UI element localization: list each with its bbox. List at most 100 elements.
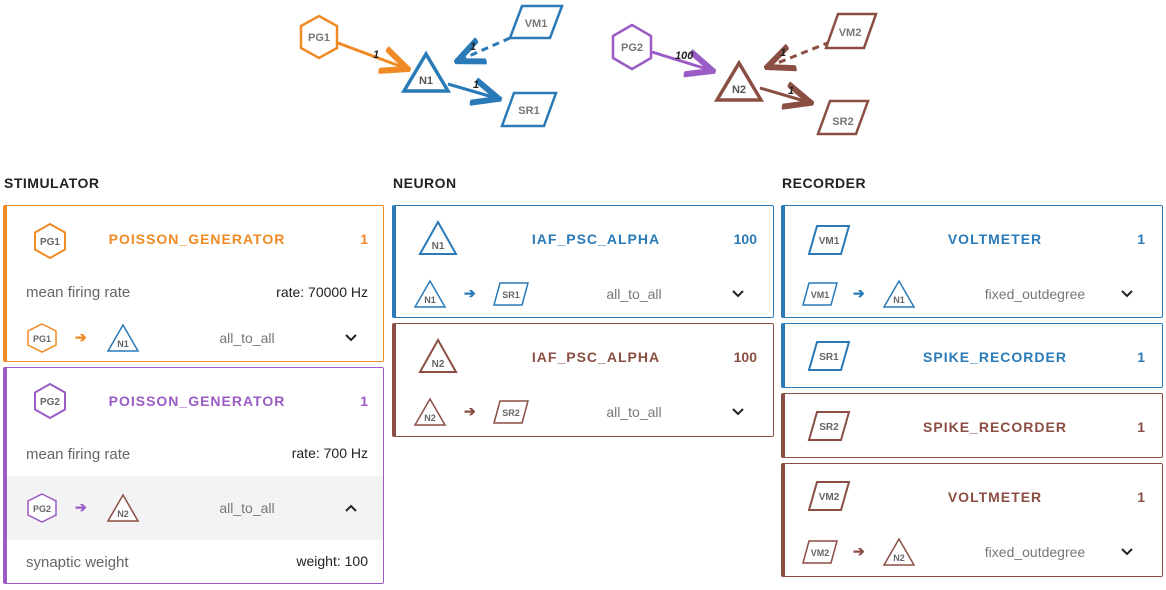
network-graph: 1 1 1 100 1 1 PG1 N1 VM1 SR1 PG2 bbox=[299, 4, 878, 136]
svg-text:N1: N1 bbox=[893, 295, 905, 305]
triangle-icon[interactable]: N1 bbox=[418, 220, 458, 256]
card-n2[interactable]: N2 IAF_PSC_ALPHA 100 N2 ➔ SR2 all_to_all bbox=[392, 323, 774, 437]
connection-rule: fixed_outdegree bbox=[984, 544, 1086, 560]
svg-text:PG2: PG2 bbox=[621, 42, 643, 54]
svg-text:SR2: SR2 bbox=[819, 422, 839, 433]
population-size[interactable]: 100 bbox=[733, 231, 757, 247]
svg-text:VM1: VM1 bbox=[525, 18, 548, 30]
svg-text:N1: N1 bbox=[419, 75, 433, 87]
svg-text:N1: N1 bbox=[424, 295, 436, 305]
svg-text:100: 100 bbox=[675, 50, 694, 62]
card-pg2[interactable]: PG2 POISSON_GENERATOR 1 mean firing rate… bbox=[3, 367, 384, 584]
connection-rule: all_to_all bbox=[606, 286, 662, 302]
model-name[interactable]: POISSON_GENERATOR bbox=[108, 393, 286, 409]
population-size[interactable]: 1 bbox=[1137, 419, 1145, 435]
param-value[interactable]: rate: 700 Hz bbox=[291, 445, 368, 461]
connection-rule: all_to_all bbox=[606, 404, 662, 420]
card-sr2[interactable]: SR2 SPIKE_RECORDER 1 bbox=[781, 393, 1163, 458]
svg-text:N2: N2 bbox=[432, 359, 445, 370]
model-name[interactable]: VOLTMETER bbox=[947, 489, 1043, 505]
param-label: mean firing rate bbox=[26, 446, 131, 463]
chevron-down-icon[interactable] bbox=[730, 286, 746, 302]
card-pg1[interactable]: PG1 POISSON_GENERATOR 1 mean firing rate… bbox=[3, 205, 384, 362]
svg-text:PG1: PG1 bbox=[40, 237, 60, 248]
triangle-icon: N1 bbox=[413, 279, 447, 308]
model-name[interactable]: VOLTMETER bbox=[947, 231, 1043, 247]
parallelogram-icon[interactable]: SR2 bbox=[807, 410, 851, 442]
hexagon-icon: PG1 bbox=[27, 323, 57, 353]
svg-text:1: 1 bbox=[788, 85, 794, 97]
parallelogram-icon: VM2 bbox=[802, 540, 838, 564]
svg-text:1: 1 bbox=[473, 79, 479, 91]
hexagon-icon[interactable]: PG2 bbox=[31, 382, 69, 420]
parallelogram-icon[interactable]: SR1 bbox=[807, 340, 851, 372]
model-name[interactable]: SPIKE_RECORDER bbox=[923, 349, 1067, 365]
svg-text:SR1: SR1 bbox=[502, 290, 520, 300]
population-size[interactable]: 100 bbox=[733, 349, 757, 365]
parallelogram-icon[interactable]: VM2 bbox=[807, 480, 851, 512]
connection-row-expanded[interactable]: PG2 ➔ N2 all_to_all bbox=[7, 476, 383, 540]
svg-text:N1: N1 bbox=[432, 241, 445, 252]
graph-node-pg2[interactable]: PG2 bbox=[611, 23, 653, 71]
graph-edge-n1-sr1: 1 bbox=[447, 79, 496, 98]
svg-text:PG1: PG1 bbox=[308, 32, 330, 44]
card-vm1[interactable]: VM1 VOLTMETER 1 VM1 ➔ N1 fixed_outdegree bbox=[781, 205, 1163, 318]
graph-node-sr2[interactable]: SR2 bbox=[816, 99, 870, 136]
parallelogram-icon: SR1 bbox=[493, 282, 529, 306]
card-sr1[interactable]: SR1 SPIKE_RECORDER 1 bbox=[781, 323, 1163, 388]
graph-node-pg1[interactable]: PG1 bbox=[299, 14, 339, 60]
triangle-icon: N2 bbox=[413, 397, 447, 426]
card-vm2[interactable]: VM2 VOLTMETER 1 VM2 ➔ N2 fixed_outdegree bbox=[781, 463, 1163, 577]
triangle-icon[interactable]: N2 bbox=[418, 338, 458, 374]
chevron-down-icon[interactable] bbox=[1119, 544, 1135, 560]
parallelogram-icon[interactable]: VM1 bbox=[807, 224, 851, 256]
graph-edge-n2-sr2: 1 bbox=[759, 85, 808, 102]
param-label: mean firing rate bbox=[26, 284, 131, 301]
svg-text:VM2: VM2 bbox=[819, 492, 840, 503]
svg-text:SR2: SR2 bbox=[502, 408, 520, 418]
svg-text:VM2: VM2 bbox=[811, 548, 830, 558]
population-size[interactable]: 1 bbox=[360, 231, 368, 247]
model-name[interactable]: IAF_PSC_ALPHA bbox=[531, 349, 661, 365]
chevron-up-icon[interactable] bbox=[343, 500, 359, 516]
synapse-value[interactable]: weight: 100 bbox=[296, 553, 368, 569]
chevron-down-icon[interactable] bbox=[343, 330, 359, 346]
graph-node-n2[interactable]: N2 bbox=[713, 59, 765, 102]
svg-text:N2: N2 bbox=[732, 84, 746, 96]
recorder-column-title: RECORDER bbox=[782, 175, 867, 191]
population-size[interactable]: 1 bbox=[1137, 349, 1145, 365]
chevron-down-icon[interactable] bbox=[730, 404, 746, 420]
svg-text:PG2: PG2 bbox=[33, 504, 51, 514]
graph-node-vm1[interactable]: VM1 bbox=[508, 4, 564, 40]
arrow-right-icon: ➔ bbox=[853, 285, 865, 301]
svg-text:PG1: PG1 bbox=[33, 334, 51, 344]
graph-node-sr1[interactable]: SR1 bbox=[500, 91, 558, 128]
synapse-label: synaptic weight bbox=[26, 554, 129, 571]
svg-text:1: 1 bbox=[470, 41, 476, 53]
triangle-icon: N1 bbox=[882, 279, 916, 308]
model-name[interactable]: IAF_PSC_ALPHA bbox=[531, 231, 661, 247]
card-n1[interactable]: N1 IAF_PSC_ALPHA 100 N1 ➔ SR1 all_to_all bbox=[392, 205, 774, 318]
population-size[interactable]: 1 bbox=[1137, 489, 1145, 505]
svg-text:1: 1 bbox=[373, 49, 379, 61]
svg-text:N2: N2 bbox=[424, 413, 436, 423]
arrow-right-icon: ➔ bbox=[464, 285, 476, 301]
svg-text:SR1: SR1 bbox=[819, 352, 839, 363]
neuron-column-title: NEURON bbox=[393, 175, 457, 191]
model-name[interactable]: POISSON_GENERATOR bbox=[108, 231, 286, 247]
hexagon-icon[interactable]: PG1 bbox=[31, 222, 69, 260]
param-value[interactable]: rate: 70000 Hz bbox=[276, 284, 368, 300]
parallelogram-icon: SR2 bbox=[493, 400, 529, 424]
svg-text:N2: N2 bbox=[117, 509, 129, 519]
graph-node-n1[interactable]: N1 bbox=[400, 50, 452, 93]
graph-node-vm2[interactable]: VM2 bbox=[824, 12, 878, 50]
connection-rule: all_to_all bbox=[219, 330, 275, 346]
svg-text:SR1: SR1 bbox=[518, 105, 539, 117]
chevron-down-icon[interactable] bbox=[1119, 286, 1135, 302]
connection-rule: all_to_all bbox=[219, 500, 275, 516]
population-size[interactable]: 1 bbox=[1137, 231, 1145, 247]
svg-text:VM1: VM1 bbox=[819, 236, 840, 247]
population-size[interactable]: 1 bbox=[360, 393, 368, 409]
model-name[interactable]: SPIKE_RECORDER bbox=[923, 419, 1067, 435]
graph-edge-pg1-n1: 1 bbox=[337, 41, 405, 68]
